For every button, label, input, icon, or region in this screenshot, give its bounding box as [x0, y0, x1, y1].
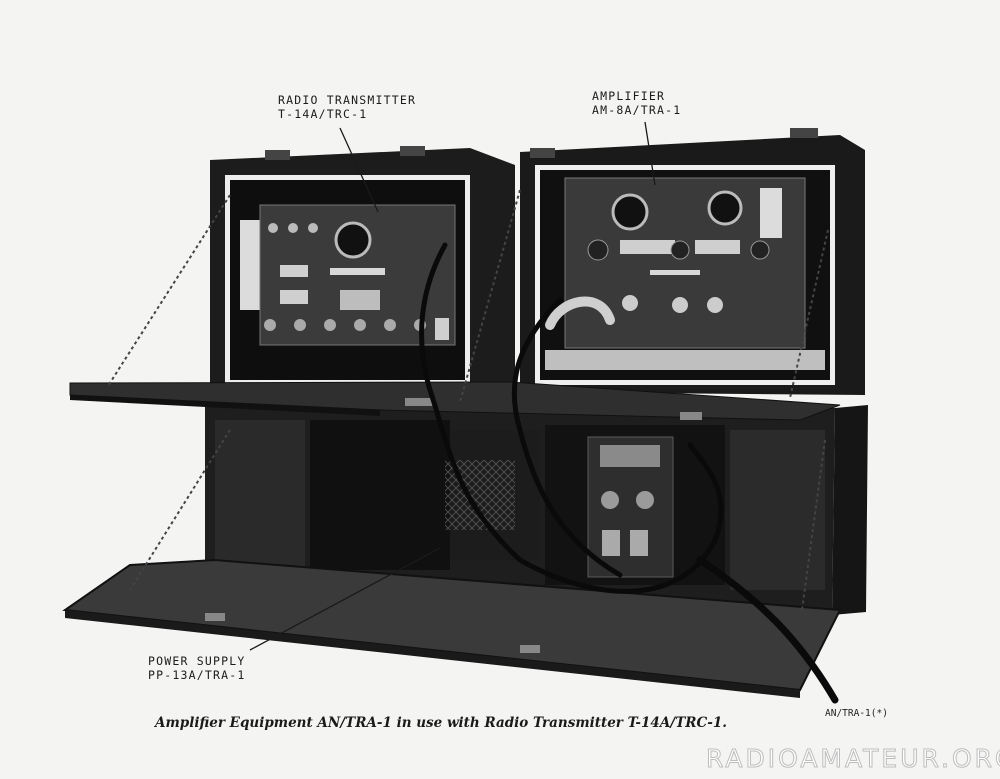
transmitter-case: [210, 146, 515, 385]
figure-caption: Amplifier Equipment AN/TRA-1 in use with…: [155, 715, 727, 731]
amplifier-callout-line2: AM-8A/TRA-1: [592, 103, 682, 117]
figure-code: AN/TRA-1(*): [825, 708, 888, 719]
cables: [419, 242, 839, 704]
power-supply-callout-line2: PP-13A/TRA-1: [148, 668, 246, 682]
amplifier-callout: AMPLIFIER AM-8A/TRA-1: [592, 89, 681, 117]
amplifier-callout-line1: AMPLIFIER: [592, 89, 666, 103]
transmitter-callout: RADIO TRANSMITTER T-14A/TRC-1: [278, 93, 416, 121]
watermark: RADIOAMATEUR.ORG: [705, 744, 1000, 774]
leader-lines: [249, 121, 656, 651]
upper-shelf: [69, 381, 841, 421]
power-supply-callout-line1: POWER SUPPLY: [148, 654, 246, 668]
transmitter-callout-line1: RADIO TRANSMITTER: [278, 93, 417, 107]
power-supply-panel: [587, 436, 674, 578]
transmitter-callout-line2: T-14A/TRC-1: [278, 107, 368, 121]
amplifier-case: [520, 128, 865, 395]
chains: [107, 189, 829, 611]
lower-door: [62, 558, 842, 698]
power-supply-callout: POWER SUPPLY PP-13A/TRA-1: [148, 654, 245, 682]
